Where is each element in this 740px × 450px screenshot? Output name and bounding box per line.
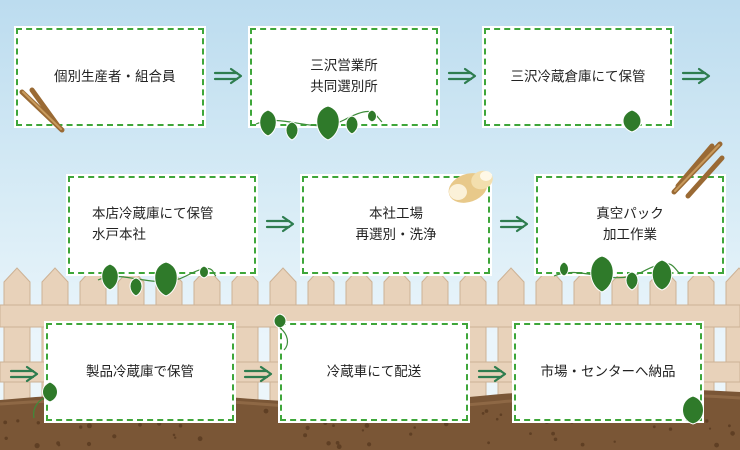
step-label-misawa-storage: 三沢冷蔵倉庫にて保管 (510, 68, 646, 85)
burdock-root-icon (19, 87, 65, 133)
soil-pebble (367, 442, 372, 447)
soil-pebble (197, 436, 203, 442)
soil-pebble (444, 421, 449, 427)
soil-pebble (34, 443, 40, 449)
step-label-misawa-office: 三沢営業所 共同選別所 (310, 58, 378, 95)
yam-icon (448, 170, 493, 203)
leaf-vine-icon (33, 381, 58, 419)
step-label-market: 市場・センターへ納品 (540, 363, 676, 380)
double-arrow-icon (681, 67, 711, 85)
soil-pebble (79, 425, 83, 429)
step-label-vacuum-pack: 真空パック 加工作業 (596, 206, 664, 243)
soil-pebble (487, 441, 490, 445)
soil-pebble (323, 421, 328, 425)
soil-pebble (613, 440, 616, 443)
soil-pebble (112, 434, 117, 439)
step-label-delivery: 冷蔵車にて配送 (326, 363, 422, 380)
soil-pebble (553, 437, 558, 442)
soil-pebble (731, 433, 735, 436)
soil-pebble (570, 420, 574, 424)
soil-pebble (580, 442, 585, 447)
soil-pebble (57, 443, 61, 447)
soil-pebble (335, 441, 340, 445)
double-arrow-icon (447, 67, 477, 85)
fence-post (725, 267, 740, 405)
step-label-product-storage: 製品冷蔵庫で保管 (86, 363, 194, 380)
leaf-vine-icon (273, 313, 289, 351)
step-box-misawa-storage: 三沢冷蔵倉庫にて保管 (482, 26, 674, 128)
soil-pebble (303, 433, 308, 438)
leaf-vine-icon (255, 105, 383, 141)
soil-pebble (326, 441, 331, 446)
double-arrow-icon (213, 67, 243, 85)
double-arrow-icon (243, 365, 273, 383)
soil-pebble (172, 433, 176, 437)
leaf-vine-icon (622, 109, 642, 133)
soil-pebble (714, 442, 719, 448)
step-box-delivery: 冷蔵車にて配送 (278, 321, 470, 423)
soil-pebble (652, 425, 656, 429)
soil-pebble (551, 431, 555, 436)
soil-pebble (495, 417, 499, 421)
soil-pebble (413, 426, 417, 429)
leaf-vine-icon (682, 395, 704, 425)
leaf-vine-icon (553, 255, 681, 293)
soil-pebble (705, 419, 709, 423)
step-box-market: 市場・センターへ納品 (512, 321, 704, 423)
soil-pebble (332, 424, 335, 427)
soil-pebble (36, 421, 40, 425)
soil-pebble (4, 436, 8, 440)
double-arrow-icon (265, 215, 295, 233)
leaf-vine-icon (97, 261, 217, 297)
soil-pebble (305, 425, 310, 430)
soil-pebble (409, 432, 413, 436)
step-box-main-store: 本店冷蔵庫にて保管 水戸本社 (66, 174, 258, 276)
soil-pebble (668, 427, 673, 431)
soil-pebble (138, 422, 142, 427)
soil-pebble (86, 423, 92, 429)
double-arrow-icon (9, 365, 39, 383)
burdock-root-icon (671, 141, 725, 199)
soil-pebble (157, 421, 162, 426)
soil-pebble (174, 436, 177, 439)
step-box-misawa-office: 三沢営業所 共同選別所 (248, 26, 440, 128)
step-label-head-factory: 本社工場 再選別・洗浄 (355, 206, 437, 243)
soil-pebble (336, 444, 342, 450)
soil-pebble (16, 419, 20, 423)
step-label-main-store: 本店冷蔵庫にて保管 水戸本社 (92, 206, 214, 243)
soil-pebble (3, 420, 8, 425)
soil-pebble (481, 412, 485, 415)
soil-pebble (529, 432, 532, 435)
soil-pebble (86, 441, 92, 447)
step-box-product-storage: 製品冷蔵庫で保管 (44, 321, 236, 423)
soil-pebble (499, 413, 503, 417)
soil-pebble (728, 424, 731, 428)
soil-pebble (708, 427, 712, 430)
soil-pebble (484, 409, 489, 413)
soil-pebble (361, 429, 365, 432)
soil-pebble (178, 423, 183, 428)
soil-pebble (263, 408, 269, 414)
double-arrow-icon (477, 365, 507, 383)
soil-pebble (364, 423, 370, 428)
step-label-producers: 個別生産者・組合員 (54, 68, 176, 85)
double-arrow-icon (499, 215, 529, 233)
